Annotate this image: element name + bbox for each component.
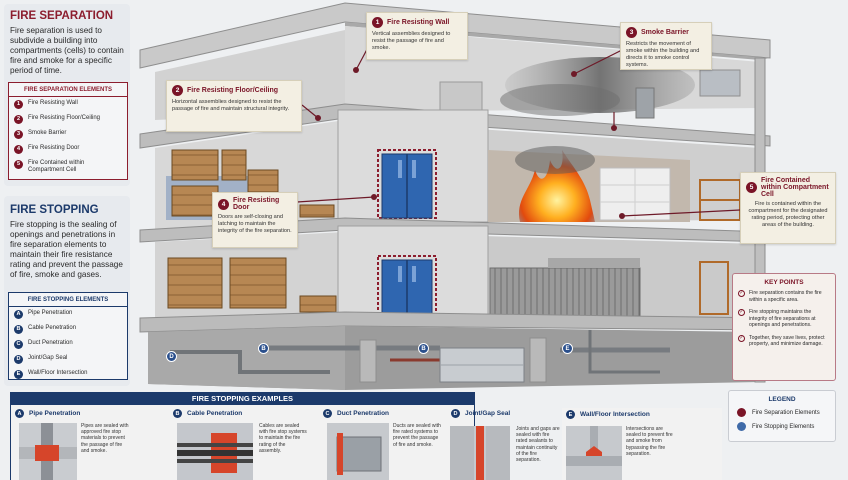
check-icon: ✓: [738, 309, 745, 316]
duct-penetration-image: [327, 423, 389, 480]
cable-penetration-image: [177, 423, 253, 480]
diagram-tag-b: B: [418, 343, 429, 354]
legend-swatch: [737, 422, 746, 431]
fire-stopping-intro: Fire stopping is the sealing of openings…: [10, 220, 123, 279]
diagram-tag-b: B: [258, 343, 269, 354]
fire-stopping-title: FIRE STOPPING: [10, 204, 99, 216]
key-point: ✓Together, they save lives, protect prop…: [738, 334, 825, 347]
legend-swatch: [737, 408, 746, 417]
legend-panel: LEGEND Fire Separation Elements Fire Sto…: [728, 390, 836, 442]
check-icon: ✓: [738, 334, 745, 342]
fire-separation-title: FIRE SEPARATION: [10, 10, 114, 22]
wall-floor-intersection-image: [566, 426, 622, 480]
pipe-penetration-image: [19, 423, 77, 480]
joint-gap-seal-image: [450, 426, 510, 480]
fire-stopping-examples-title: FIRE STOPPING EXAMPLES: [11, 393, 474, 405]
diagram-tag-d: D: [166, 351, 177, 362]
joint-gap-seal-text: Joints and gaps are sealed with fire rat…: [516, 426, 560, 464]
check-icon: ✓: [738, 290, 745, 297]
fire-stopping-elements-title: FIRE STOPPING ELEMENTS: [9, 293, 127, 307]
key-points-panel: KEY POINTS ✓Fire separation contains the…: [732, 273, 836, 381]
fire-separation-elements-title: FIRE SEPARATION ELEMENTS: [9, 83, 127, 97]
key-point: ✓Fire stopping maintains the integrity o…: [738, 309, 816, 328]
legend-title: LEGEND: [768, 396, 796, 403]
fire-separation-panel: FIRE SEPARATION Fire separation is used …: [4, 4, 130, 186]
key-point: ✓Fire separation contains the fire withi…: [738, 290, 822, 303]
fire-stopping-panel: FIRE STOPPING Fire stopping is the seali…: [4, 196, 130, 386]
fire-separation-intro: Fire separation is used to subdivide a b…: [10, 26, 124, 75]
legend-item: Fire Stopping Elements: [737, 422, 835, 431]
diagram-tag-e: E: [562, 343, 573, 354]
legend-item: Fire Separation Elements: [737, 408, 835, 417]
key-points-title: KEY POINTS: [764, 279, 804, 286]
